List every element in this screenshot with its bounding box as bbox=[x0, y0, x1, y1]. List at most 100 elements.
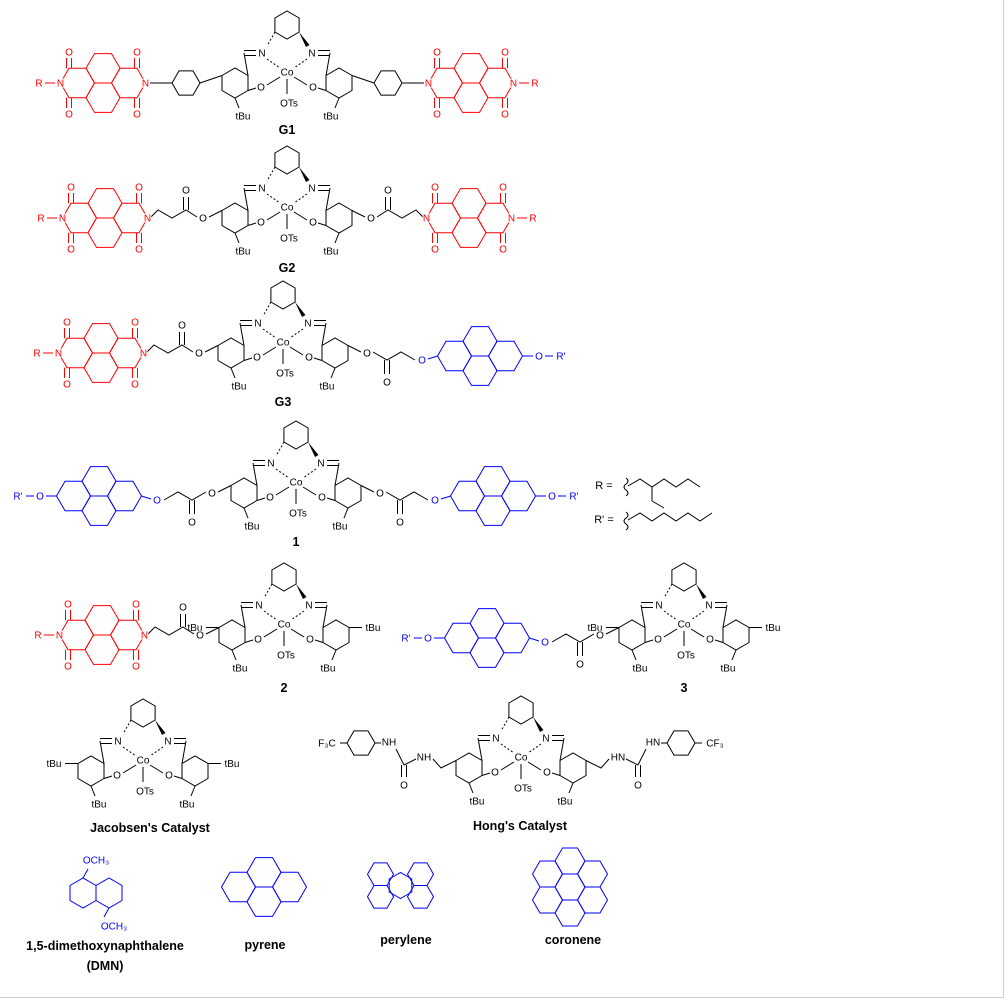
tert-butyl-label: tBu bbox=[235, 247, 250, 258]
oxygen-atom: O bbox=[318, 493, 326, 504]
salicylidene-ring bbox=[559, 752, 587, 784]
oxygen-atom: O bbox=[654, 635, 662, 646]
frame-border-right bbox=[1003, 0, 1004, 997]
carbonyl-oxygen: O bbox=[499, 183, 507, 194]
carbonyl-oxygen: O bbox=[63, 380, 71, 391]
label-perylene: perylene bbox=[380, 933, 431, 947]
tert-butyl-label: tBu bbox=[323, 112, 338, 123]
bond bbox=[99, 740, 105, 764]
naphthalene-diimide-ring bbox=[108, 337, 145, 369]
coordination-bond bbox=[302, 468, 317, 479]
label-hong-catalyst: Hong's Catalyst bbox=[473, 819, 568, 833]
coronene-ring bbox=[576, 860, 609, 888]
carbonyl-oxygen: O bbox=[188, 518, 196, 529]
ester-linker bbox=[605, 627, 620, 635]
naphthalene-diimide-ring bbox=[83, 352, 119, 383]
bond bbox=[644, 639, 654, 643]
tert-butyl-label: tBu bbox=[469, 797, 484, 808]
bond bbox=[326, 497, 336, 501]
naphthalene-diimide-ring bbox=[425, 202, 462, 234]
wedge-bond bbox=[296, 584, 307, 599]
carbonyl-oxygen: O bbox=[63, 318, 71, 329]
ester-oxygen: O bbox=[376, 489, 384, 500]
bond bbox=[440, 495, 451, 500]
imide-nitrogen: N bbox=[56, 631, 63, 642]
carbonyl-oxygen: O bbox=[396, 518, 404, 529]
carbonyl-oxygen: O bbox=[67, 183, 75, 194]
label-g3: G3 bbox=[275, 395, 292, 409]
bond bbox=[240, 604, 246, 628]
oxygen-atom: O bbox=[309, 83, 317, 94]
naphthalene-diimide-ring bbox=[57, 337, 94, 369]
bond bbox=[325, 187, 331, 211]
oxygen-atom: O bbox=[305, 353, 313, 364]
tosylate-label: OTs bbox=[277, 651, 295, 662]
nitrogen-atom: N bbox=[542, 734, 549, 745]
ester-linker bbox=[351, 210, 366, 218]
naphthalene-diimide-ring bbox=[84, 605, 120, 636]
carbonyl-oxygen: O bbox=[135, 183, 143, 194]
cobalt-atom: Co bbox=[290, 478, 303, 489]
bond bbox=[234, 232, 240, 244]
ester-linker bbox=[208, 210, 223, 218]
bond bbox=[637, 748, 647, 766]
hashed-bond bbox=[262, 301, 272, 317]
tert-butyl-label: tBu bbox=[765, 623, 780, 634]
salicylidene-ring bbox=[325, 67, 353, 99]
bond bbox=[330, 367, 336, 379]
r-prime-label: R' bbox=[556, 352, 565, 363]
ester-linker bbox=[217, 485, 232, 493]
cyclohexane-ring bbox=[274, 10, 300, 40]
carbonyl-oxygen: O bbox=[384, 186, 392, 197]
salicylidene-ring bbox=[218, 619, 246, 651]
cobalt-atom: Co bbox=[277, 338, 290, 349]
bond bbox=[317, 222, 327, 226]
carbonyl-oxygen: O bbox=[65, 48, 73, 59]
carbonyl-oxygen: O bbox=[634, 781, 642, 792]
coordination-bond bbox=[293, 58, 308, 69]
carbonyl-oxygen: O bbox=[131, 380, 139, 391]
nitrogen-atom: N bbox=[164, 737, 171, 748]
hashed-bond bbox=[266, 166, 276, 182]
naphthalene-diimide-ring bbox=[87, 188, 123, 219]
bond bbox=[640, 604, 646, 628]
coordination-bond bbox=[527, 743, 542, 754]
r-prime-chain bbox=[627, 512, 713, 522]
imide-nitrogen: N bbox=[144, 214, 151, 225]
propanoyl-linker bbox=[146, 626, 195, 636]
cyclohexane-ring bbox=[271, 562, 297, 592]
ester-oxygen: O bbox=[199, 214, 207, 225]
coordination-bond bbox=[293, 193, 308, 204]
naphthalene-diimide-ring bbox=[83, 323, 119, 354]
pyrene-ring bbox=[487, 340, 524, 372]
coronene-ring bbox=[554, 873, 586, 901]
bond bbox=[395, 748, 405, 766]
coordination-bond bbox=[266, 193, 281, 204]
cyclohexane-ring bbox=[508, 695, 534, 725]
label-jacobsen-catalyst: Jacobsen's Catalyst bbox=[90, 821, 211, 835]
bond bbox=[243, 187, 249, 211]
wedge-bond bbox=[308, 442, 319, 457]
bond bbox=[343, 507, 349, 519]
bond bbox=[321, 322, 327, 346]
ether-oxygen: O bbox=[541, 638, 549, 649]
bond bbox=[334, 232, 340, 244]
wedge-bond bbox=[295, 302, 306, 317]
tert-butyl-label: tBu bbox=[235, 112, 250, 123]
coordination-bond bbox=[500, 743, 515, 754]
salicylidene-ring bbox=[618, 619, 646, 651]
tert-butyl-label: tBu bbox=[244, 522, 259, 533]
bond bbox=[529, 637, 540, 642]
nitrogen-atom: N bbox=[317, 459, 324, 470]
nitrogen-atom: N bbox=[308, 184, 315, 195]
r-group-label: R bbox=[33, 349, 40, 360]
naphthalene-diimide-ring bbox=[478, 67, 515, 99]
methylene-linker bbox=[585, 758, 610, 769]
nitrogen-atom: N bbox=[305, 601, 312, 612]
glycolate-linker bbox=[163, 491, 207, 501]
pyrene-ring bbox=[462, 326, 498, 357]
tert-butyl-label: tBu bbox=[231, 382, 246, 393]
coordination-bond bbox=[262, 328, 277, 339]
r-prime-label: R' bbox=[401, 634, 410, 645]
